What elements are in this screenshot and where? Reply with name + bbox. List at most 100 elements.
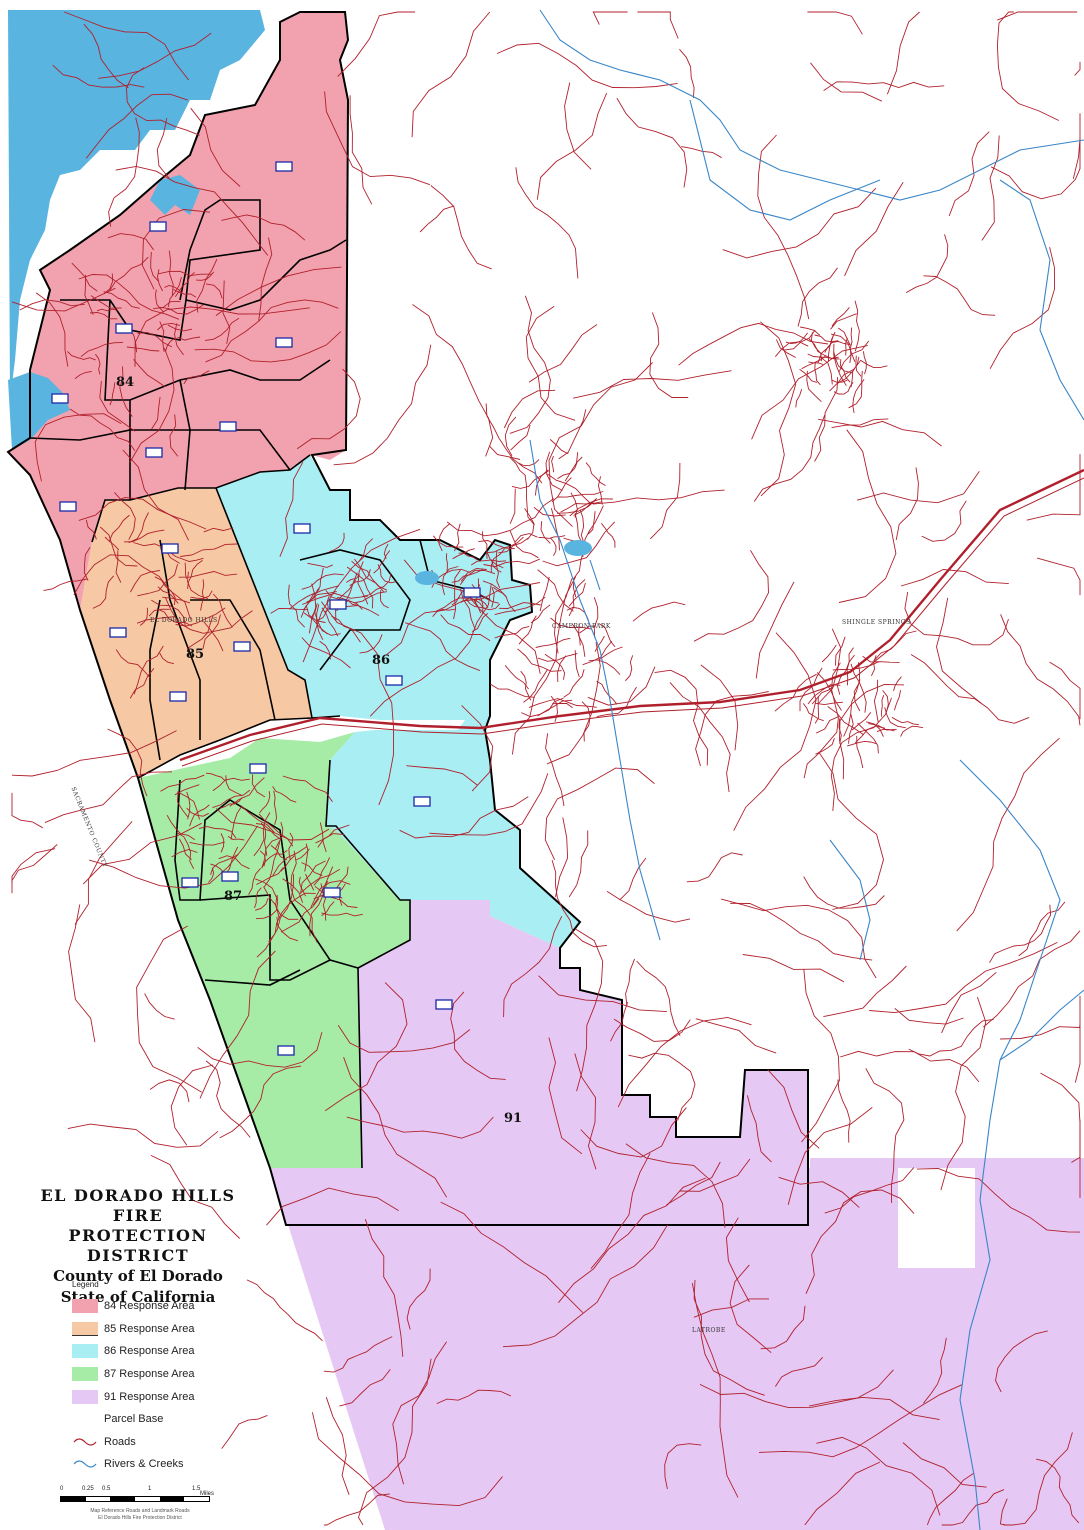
fire-station-box[interactable] [221, 871, 239, 882]
fire-station-box[interactable] [233, 641, 251, 652]
road [830, 697, 892, 811]
road [1071, 1119, 1081, 1163]
place-latrobe: LATROBE [692, 1327, 726, 1334]
road [324, 91, 431, 186]
response-area-87[interactable] [138, 732, 410, 1168]
fire-station-box[interactable] [249, 763, 267, 774]
map-title: EL DORADO HILLS FIRE PROTECTION DISTRICT… [18, 1186, 258, 1308]
road [851, 712, 872, 731]
road [494, 596, 546, 616]
road [598, 623, 616, 648]
road [847, 740, 877, 747]
road [774, 673, 817, 712]
road [517, 648, 562, 672]
road [854, 300, 860, 352]
road-line-icon [73, 1438, 97, 1446]
road [767, 1069, 820, 1149]
road [358, 538, 374, 563]
road [941, 1489, 1005, 1526]
road [568, 579, 586, 617]
road [881, 694, 885, 717]
road [537, 699, 573, 717]
fire-station-box[interactable] [385, 675, 403, 686]
response-area-85[interactable] [80, 488, 312, 778]
road [189, 841, 225, 846]
legend-item: 84 Response Area [72, 1295, 195, 1318]
road [544, 767, 655, 860]
fire-station-box[interactable] [329, 599, 347, 610]
fire-station-box[interactable] [145, 447, 163, 458]
road [691, 1283, 739, 1498]
road [377, 564, 397, 584]
fire-station-box[interactable] [323, 887, 341, 898]
road [176, 831, 195, 870]
road [778, 1176, 860, 1208]
fire-station-box[interactable] [293, 523, 311, 534]
road [466, 599, 486, 609]
fire-station-box[interactable] [219, 421, 237, 432]
road [775, 339, 797, 358]
fire-station-box[interactable] [115, 323, 133, 334]
road [956, 737, 1060, 932]
road [827, 706, 865, 736]
road [666, 1161, 721, 1206]
road [1072, 113, 1081, 179]
road [322, 897, 327, 921]
fire-station-box[interactable] [413, 796, 431, 807]
fire-station-box[interactable] [161, 543, 179, 554]
road [551, 455, 555, 473]
road [514, 533, 538, 543]
road [824, 1167, 915, 1214]
response-area-84[interactable] [8, 12, 348, 610]
road [460, 588, 476, 630]
fire-station-box[interactable] [169, 691, 187, 702]
fire-station-box[interactable] [51, 393, 69, 404]
legend-item: Rivers & Creeks [72, 1453, 195, 1476]
road [165, 337, 176, 352]
road [818, 418, 942, 447]
road [814, 377, 839, 462]
road [810, 62, 883, 102]
road [491, 561, 502, 573]
road [114, 492, 136, 540]
fire-station-box[interactable] [435, 999, 453, 1010]
fire-station-box[interactable] [463, 587, 481, 598]
fire-station-box[interactable] [275, 161, 293, 172]
fire-station-box[interactable] [275, 337, 293, 348]
road [459, 569, 496, 585]
fire-station-box[interactable] [59, 501, 77, 512]
road [856, 735, 864, 769]
response-area-91-south[interactable] [270, 1158, 1084, 1530]
road [916, 1168, 1081, 1233]
road [373, 550, 391, 574]
road [821, 644, 837, 663]
road [525, 306, 576, 421]
response-area-91[interactable] [270, 900, 808, 1225]
road [349, 95, 373, 205]
road [316, 604, 324, 640]
road [616, 97, 688, 188]
road [904, 592, 1009, 646]
road [582, 640, 613, 666]
response-area-86[interactable] [216, 455, 580, 948]
road [196, 258, 218, 313]
fire-station-box[interactable] [277, 1045, 295, 1056]
road [184, 562, 187, 579]
road [824, 340, 850, 353]
road [220, 797, 243, 809]
road [186, 807, 210, 817]
road [170, 1064, 214, 1146]
road [179, 838, 192, 860]
road [590, 1153, 651, 1269]
road [108, 117, 140, 227]
credit-line-1: Map Reference Roads and Landmark Roads [90, 1508, 190, 1514]
fire-station-box[interactable] [181, 877, 199, 888]
fire-station-box[interactable] [109, 627, 127, 638]
road [83, 547, 91, 581]
fire-station-box[interactable] [149, 221, 167, 232]
road [482, 531, 488, 559]
road [554, 578, 573, 654]
road [873, 679, 879, 723]
